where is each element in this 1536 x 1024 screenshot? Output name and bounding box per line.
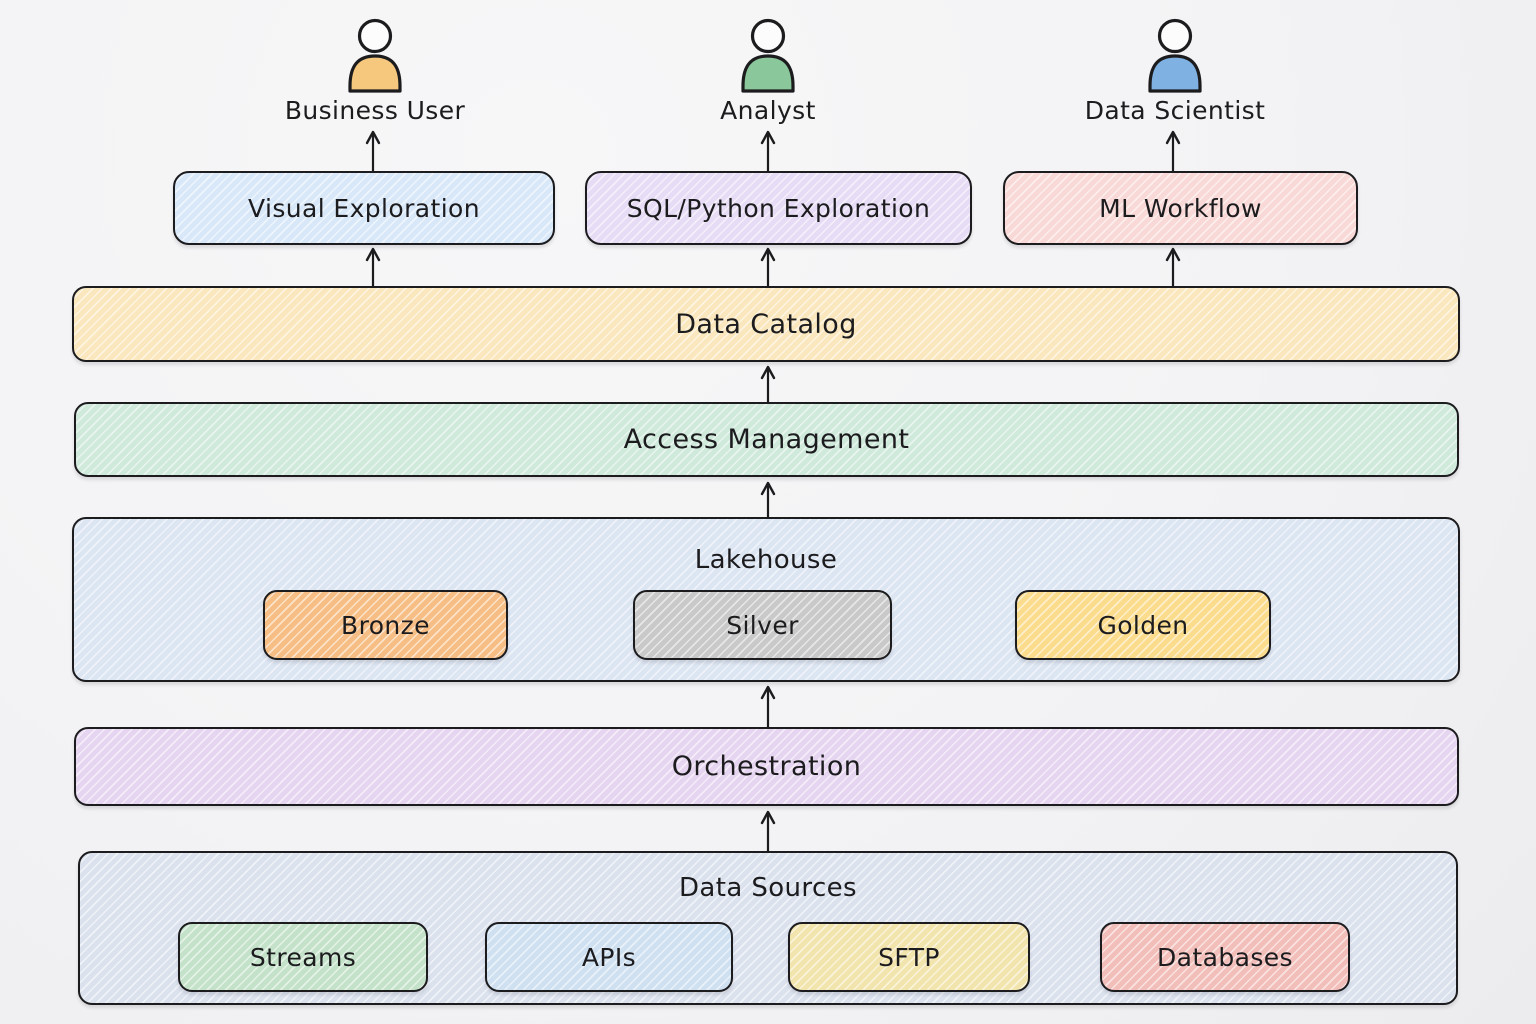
databases-source-label: Databases <box>1157 942 1293 972</box>
golden-stage-box: Golden <box>1015 590 1271 660</box>
streams-source-label: Streams <box>249 942 357 972</box>
apis-source-box: APIs <box>485 922 733 992</box>
databases-source-box: Databases <box>1100 922 1350 992</box>
visual-exploration-box: Visual Exploration <box>173 171 555 245</box>
sql-python-exploration-box: SQL/Python Exploration <box>585 171 972 245</box>
orchestration-layer: Orchestration <box>74 727 1459 806</box>
persona-label: Data Scientist <box>1084 96 1266 125</box>
data-catalog-layer: Data Catalog <box>72 286 1460 362</box>
persona-data-scientist: Data Scientist <box>1085 18 1265 125</box>
persona-label: Business User <box>284 96 466 125</box>
sftp-source-box: SFTP <box>788 922 1030 992</box>
sql-python-exploration-label: SQL/Python Exploration <box>626 193 931 223</box>
data-catalog-label: Data Catalog <box>675 308 857 340</box>
data-scientist-icon <box>1148 18 1202 93</box>
persona-analyst: Analyst <box>688 18 848 125</box>
visual-exploration-label: Visual Exploration <box>248 193 480 223</box>
silver-stage-box: Silver <box>633 590 892 660</box>
ml-workflow-label: ML Workflow <box>1099 193 1262 223</box>
sftp-source-label: SFTP <box>878 942 940 972</box>
silver-stage-label: Silver <box>726 610 799 640</box>
apis-source-label: APIs <box>581 942 637 972</box>
persona-label: Analyst <box>720 96 816 125</box>
persona-business-user: Business User <box>285 18 465 125</box>
bronze-stage-box: Bronze <box>263 590 508 660</box>
business-user-icon <box>348 18 402 93</box>
access-management-layer: Access Management <box>74 402 1459 477</box>
ml-workflow-box: ML Workflow <box>1003 171 1358 245</box>
streams-source-box: Streams <box>178 922 428 992</box>
data-sources-label: Data Sources <box>679 873 857 903</box>
orchestration-label: Orchestration <box>671 751 862 782</box>
access-management-label: Access Management <box>623 424 910 455</box>
golden-stage-label: Golden <box>1097 610 1189 640</box>
bronze-stage-label: Bronze <box>341 610 430 640</box>
lakehouse-label: Lakehouse <box>694 545 838 575</box>
analyst-icon <box>741 18 795 93</box>
